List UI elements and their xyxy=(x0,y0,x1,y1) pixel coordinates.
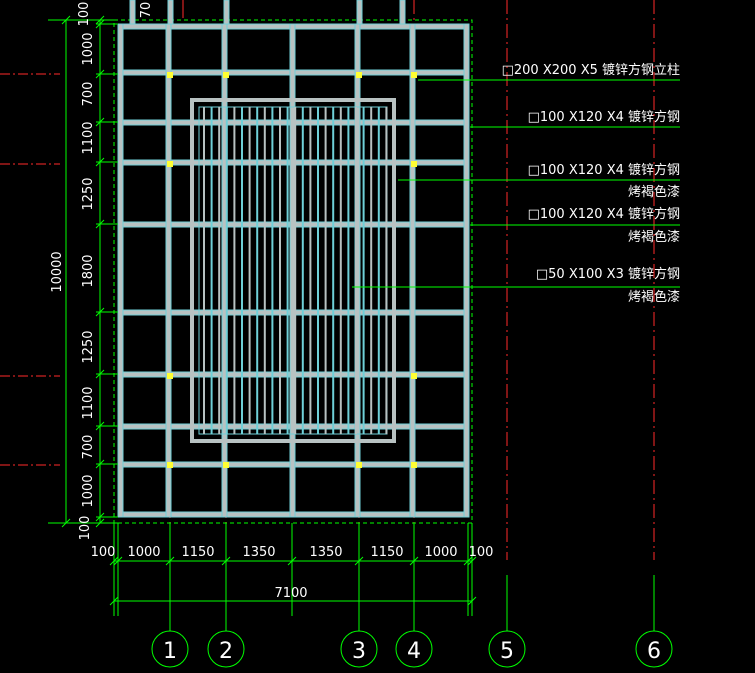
axis-bubble-6: 6 xyxy=(635,630,673,668)
left-dim-3: 1100 xyxy=(81,121,96,154)
dim-tick xyxy=(95,369,105,379)
dim-tick xyxy=(95,459,105,469)
dim-tick xyxy=(95,117,105,127)
axis-label-3: 3 xyxy=(352,639,366,664)
dim-tick xyxy=(165,556,175,566)
callout-4-line1: □100 X120 X4 镀锌方钢 xyxy=(528,206,680,222)
boundary-rect xyxy=(113,19,473,524)
dim-tick xyxy=(463,556,473,566)
dim-tick xyxy=(95,512,105,522)
callout-5-line1: □50 X100 X3 镀锌方钢 xyxy=(536,266,680,282)
top-dim-text-2: 70 xyxy=(139,2,154,19)
column-marker xyxy=(411,373,417,379)
column-marker xyxy=(167,72,173,78)
left-dim-8: 700 xyxy=(81,435,96,460)
column-marker xyxy=(167,373,173,379)
bottom-dim-4: 1350 xyxy=(309,545,342,560)
dim-tick xyxy=(287,556,297,566)
perimeter-beam-left xyxy=(117,23,124,518)
column-marker xyxy=(356,462,362,468)
dim-tick xyxy=(467,556,477,566)
dimension-lines xyxy=(48,15,680,631)
dim-tick xyxy=(467,596,477,606)
dim-tick xyxy=(61,518,71,528)
column-marker xyxy=(411,72,417,78)
column-extension xyxy=(399,0,406,25)
axis-bubble-5: 5 xyxy=(488,630,526,668)
axis-label-1: 1 xyxy=(163,639,177,664)
callout-4-line2: 烤褐色漆 xyxy=(628,229,680,245)
grille-outer-frame xyxy=(190,98,396,443)
callout-5-line2: 烤褐色漆 xyxy=(628,289,680,305)
axis-bubble-2: 2 xyxy=(207,630,245,668)
column-marker xyxy=(223,462,229,468)
perimeter-beam-right xyxy=(463,23,470,518)
column-marker xyxy=(356,72,362,78)
bottom-dim-3: 1350 xyxy=(242,545,275,560)
callout-2-line1: □100 X120 X4 镀锌方钢 xyxy=(528,109,680,125)
left-dim-1: 1000 xyxy=(81,32,96,65)
left-dim-6: 1250 xyxy=(81,330,96,363)
dim-tick xyxy=(113,556,123,566)
column-extension xyxy=(129,0,136,25)
column-marker xyxy=(411,462,417,468)
inner-grille xyxy=(190,98,396,443)
column-marker xyxy=(223,72,229,78)
bottom-dim-7: 100 xyxy=(469,545,494,560)
bottom-dim-2: 1150 xyxy=(181,545,214,560)
column-extension xyxy=(223,0,230,25)
dim-tick xyxy=(95,69,105,79)
column-extension xyxy=(167,0,174,25)
dim-tick xyxy=(109,596,119,606)
dim-tick xyxy=(95,157,105,167)
dim-tick xyxy=(95,19,105,29)
bottom-dim-5: 1150 xyxy=(370,545,403,560)
bottom-dim-0: 100 xyxy=(91,545,116,560)
callout-3-line2: 烤褐色漆 xyxy=(628,184,680,200)
bottom-dim-1: 1000 xyxy=(127,545,160,560)
bottom-total-dim: 7100 xyxy=(274,586,307,601)
callout-1-line1: □200 X200 X5 镀锌方钢立柱 xyxy=(502,62,680,78)
vertical-beam xyxy=(409,23,416,518)
left-dim-7: 1100 xyxy=(81,386,96,419)
outer-boundary xyxy=(113,19,473,524)
left-dim-2: 700 xyxy=(81,82,96,107)
dim-tick xyxy=(61,15,71,25)
dim-tick xyxy=(409,556,419,566)
top-dim-text-1: 100 xyxy=(77,2,92,27)
column-marker xyxy=(411,161,417,167)
dim-tick xyxy=(95,421,105,431)
dim-tick xyxy=(95,307,105,317)
axis-label-2: 2 xyxy=(219,639,233,664)
axis-bubble-4: 4 xyxy=(395,630,433,668)
axis-bubble-3: 3 xyxy=(340,630,378,668)
dim-tick xyxy=(95,518,105,528)
axis-label-6: 6 xyxy=(647,639,661,664)
dim-tick xyxy=(95,219,105,229)
column-extension xyxy=(356,0,363,25)
left-dim-5: 1800 xyxy=(81,254,96,287)
column-marker xyxy=(167,161,173,167)
left-total-dim: 10000 xyxy=(50,251,65,292)
left-dim-4: 1250 xyxy=(81,177,96,210)
left-dim-9: 1000 xyxy=(81,474,96,507)
bottom-dim-6: 1000 xyxy=(424,545,457,560)
callout-3-line1: □100 X120 X4 镀锌方钢 xyxy=(528,162,680,178)
axis-label-5: 5 xyxy=(500,639,514,664)
left-dim-0: 100 xyxy=(78,516,93,541)
dim-tick xyxy=(109,556,119,566)
column-markers xyxy=(167,72,417,468)
column-marker xyxy=(167,462,173,468)
dim-tick xyxy=(95,15,105,25)
axis-label-4: 4 xyxy=(407,639,421,664)
axis-bubble-1: 1 xyxy=(151,630,189,668)
dim-tick xyxy=(221,556,231,566)
vertical-beam xyxy=(165,23,172,518)
dim-tick xyxy=(354,556,364,566)
